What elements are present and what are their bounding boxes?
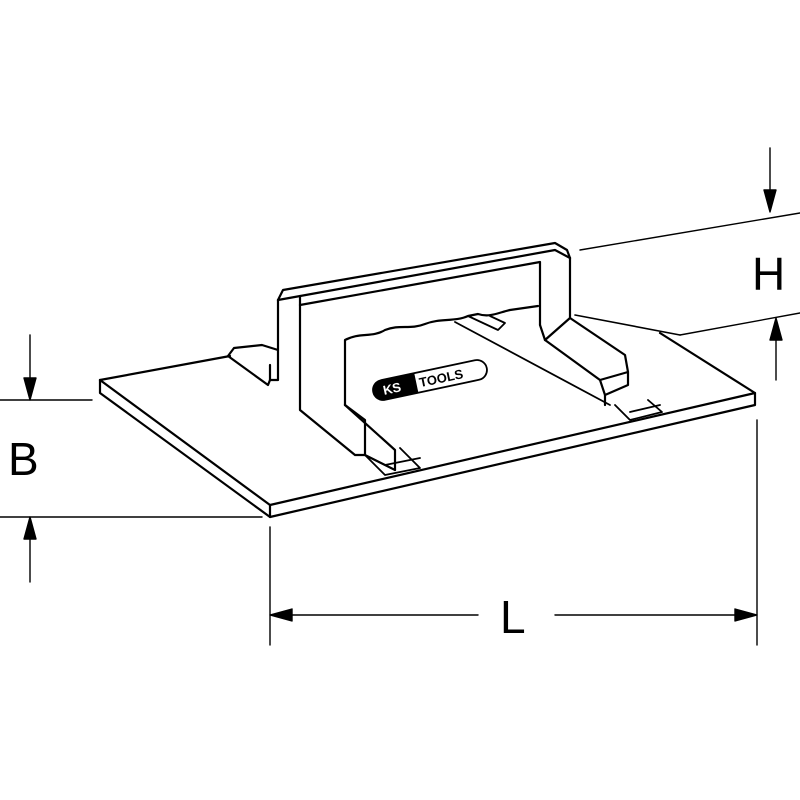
dimension-h xyxy=(579,147,800,381)
dimension-label-b: B xyxy=(8,433,39,485)
dimension-b xyxy=(0,334,263,583)
dimension-label-h: H xyxy=(752,248,785,300)
dimension-label-l: L xyxy=(500,591,526,643)
plate-grooves xyxy=(364,399,663,476)
base-plate xyxy=(98,314,757,519)
logo-brand-ks: KS xyxy=(382,379,403,397)
handle xyxy=(226,241,630,472)
ks-tools-logo: KS TOOLS xyxy=(372,359,488,401)
dimension-l xyxy=(269,419,758,646)
